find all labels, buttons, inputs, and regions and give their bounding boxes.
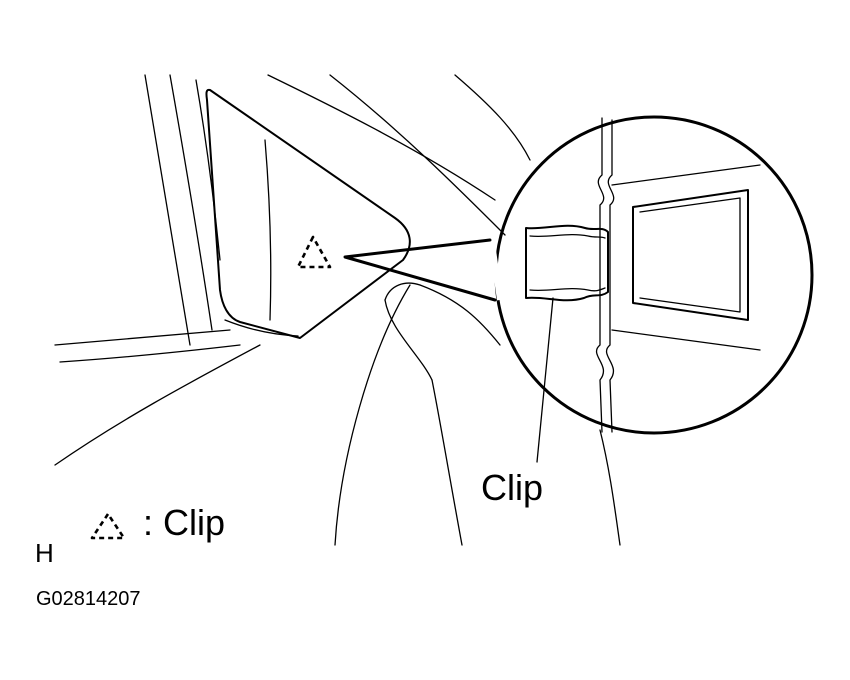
legend-text: : Clip: [143, 502, 225, 543]
dashed-triangle-icon: [90, 512, 126, 540]
trim-panel: [205, 88, 411, 339]
clip-callout-label: Clip: [481, 467, 543, 508]
background-body-lines: [54, 74, 621, 546]
legend: : Clip: [90, 502, 225, 543]
view-label: H: [35, 538, 54, 568]
callout-pointer: [343, 238, 497, 302]
clip-position-icon: [296, 235, 332, 269]
magnified-view: [489, 115, 814, 463]
figure-code: G02814207: [36, 588, 141, 610]
clip-part: [525, 224, 609, 302]
